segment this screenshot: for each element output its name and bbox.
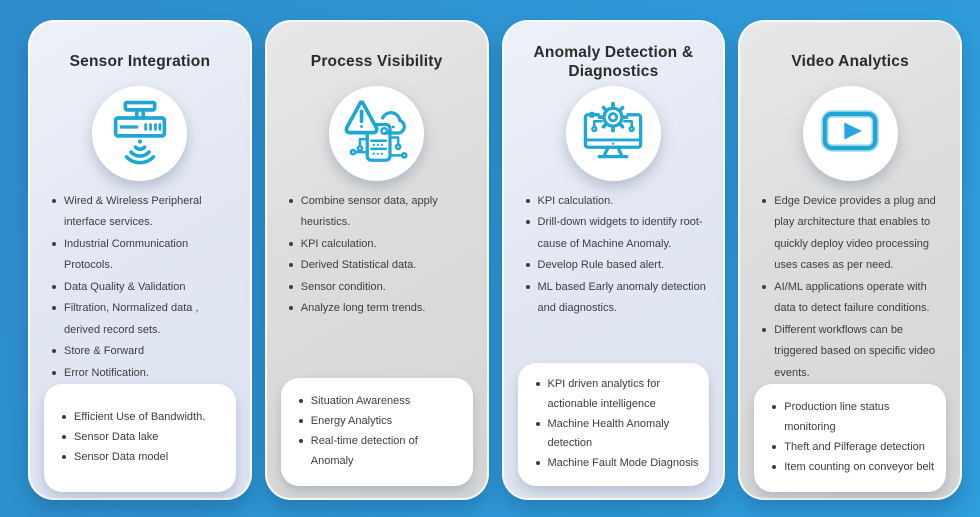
list-item: KPI calculation. bbox=[288, 234, 471, 255]
list-item: Data Quality & Validation bbox=[52, 277, 234, 298]
alert-cloud-server-icon bbox=[338, 92, 416, 175]
highlight-box: Efficient Use of Bandwidth. Sensor Data … bbox=[44, 383, 236, 492]
list-item: Wired & Wireless Peripheral interface se… bbox=[52, 191, 234, 234]
list-item: Different workflows can be triggered bas… bbox=[762, 320, 944, 384]
list-item: AI/ML applications operate with data to … bbox=[762, 277, 944, 320]
monitor-gear-icon bbox=[574, 92, 652, 175]
list-item: Real-time detection of Anomaly bbox=[298, 432, 463, 472]
list-item: KPI calculation. bbox=[525, 191, 708, 212]
list-item: Filtration, Normalized data , derived re… bbox=[52, 298, 234, 341]
highlight-box: Situation Awareness Energy Analytics Rea… bbox=[280, 378, 473, 486]
list-item: Theft and Pilferage detection bbox=[772, 438, 936, 458]
highlight-bullet-list: Situation Awareness Energy Analytics Rea… bbox=[289, 392, 465, 471]
list-item: Item counting on conveyor belt bbox=[772, 458, 936, 478]
list-item: Analyze long term trends. bbox=[288, 298, 471, 319]
list-item: Efficient Use of Bandwidth. bbox=[62, 408, 205, 428]
card-title: Anomaly Detection & Diagnostics bbox=[533, 43, 694, 80]
list-item: Develop Rule based alert. bbox=[525, 255, 708, 276]
card-anomaly-detection: Anomaly Detection & Diagnostics bbox=[501, 20, 726, 500]
card-bullet-list: Combine sensor data, apply heuristics. K… bbox=[281, 191, 473, 320]
list-item: Sensor Data model bbox=[62, 448, 205, 468]
card-bullet-list: Wired & Wireless Peripheral interface se… bbox=[44, 191, 236, 384]
icon-circle bbox=[92, 86, 188, 181]
list-item: KPI driven analytics for actionable inte… bbox=[535, 375, 700, 415]
list-item: ML based Early anomaly detection and dia… bbox=[525, 277, 708, 320]
list-item: Error Notification. bbox=[52, 363, 234, 384]
highlight-box: Production line status monitoring Theft … bbox=[754, 383, 946, 492]
list-item: Drill-down widgets to identify root-caus… bbox=[525, 212, 708, 255]
list-item: Machine Fault Mode Diagnosis bbox=[535, 454, 700, 474]
card-sensor-integration: Sensor Integration Wired & Wireless Peri… bbox=[28, 20, 252, 500]
card-title: Process Visibility bbox=[310, 53, 443, 71]
list-item: Combine sensor data, apply heuristics. bbox=[288, 191, 471, 234]
card-bullet-list: KPI calculation. Drill-down widgets to i… bbox=[518, 191, 710, 320]
icon-circle bbox=[565, 86, 661, 181]
icon-circle bbox=[802, 86, 898, 181]
highlight-bullet-list: Production line status monitoring Theft … bbox=[762, 398, 938, 477]
card-bullet-list: Edge Device provides a plug and play arc… bbox=[754, 191, 946, 384]
sensor-gateway-icon bbox=[101, 92, 179, 175]
highlight-box: KPI driven analytics for actionable inte… bbox=[517, 363, 710, 486]
list-item: Store & Forward bbox=[52, 341, 234, 362]
list-item: Production line status monitoring bbox=[772, 398, 936, 438]
list-item: Sensor Data lake bbox=[62, 428, 205, 448]
card-title: Video Analytics bbox=[791, 53, 909, 71]
video-play-icon bbox=[811, 92, 889, 175]
list-item: Situation Awareness bbox=[298, 392, 463, 412]
list-item: Sensor condition. bbox=[288, 277, 471, 298]
card-video-analytics: Video Analytics Edge Device provides a p… bbox=[738, 20, 962, 500]
list-item: Industrial Communication Protocols. bbox=[52, 234, 234, 277]
highlight-bullet-list: Efficient Use of Bandwidth. Sensor Data … bbox=[52, 408, 207, 467]
list-item: Edge Device provides a plug and play arc… bbox=[762, 191, 944, 277]
icon-circle bbox=[329, 86, 425, 181]
card-title: Sensor Integration bbox=[69, 53, 211, 71]
list-item: Energy Analytics bbox=[298, 412, 463, 432]
list-item: Machine Health Anomaly detection bbox=[535, 415, 700, 455]
list-item: Derived Statistical data. bbox=[288, 255, 471, 276]
card-process-visibility: Process Visibility bbox=[264, 20, 489, 500]
highlight-bullet-list: KPI driven analytics for actionable inte… bbox=[526, 375, 702, 474]
